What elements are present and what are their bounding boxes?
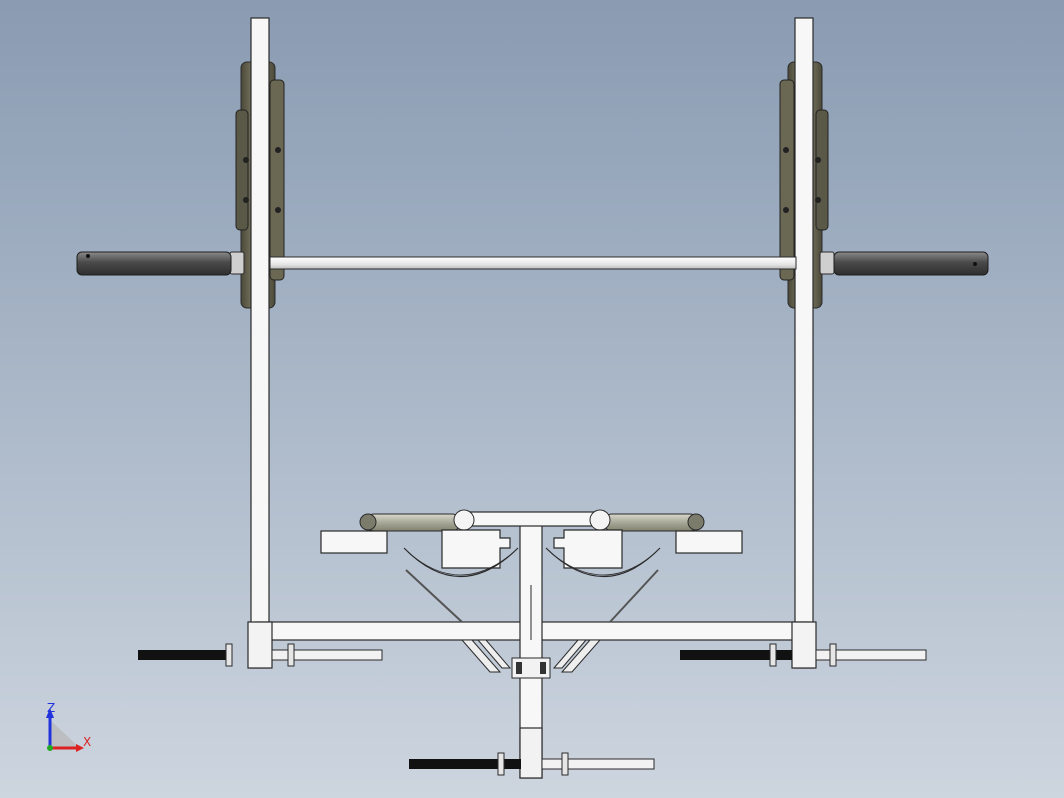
- right-roller-pad: [589, 509, 705, 532]
- barbell-sleeve-right: [833, 251, 989, 276]
- right-storage-peg: [680, 643, 927, 667]
- diagonal-braces: [405, 569, 659, 673]
- barbell-sleeve-left: [76, 251, 232, 276]
- axis-x-label: X: [83, 735, 91, 749]
- axis-z-label: Z: [47, 701, 55, 715]
- barbell: [76, 251, 989, 276]
- spine-foot-block: [519, 727, 543, 779]
- barbell-collar-left: [229, 251, 245, 275]
- left-base-block: [247, 621, 273, 669]
- left-roller-pad: [359, 509, 475, 532]
- barbell-shaft: [269, 256, 797, 270]
- left-hinge-plate: [441, 529, 511, 569]
- seat-top-bar: [459, 511, 603, 527]
- right-base-block: [791, 621, 817, 669]
- coordinate-triad: Z X: [46, 701, 91, 752]
- front-storage-peg: [409, 752, 655, 776]
- right-upright-post: [794, 17, 814, 669]
- right-foot-plate: [675, 530, 743, 554]
- right-hinge-plate: [553, 529, 623, 569]
- barbell-collar-right: [819, 251, 835, 275]
- left-foot-plate: [320, 530, 388, 554]
- left-storage-peg: [138, 643, 383, 667]
- left-upright-post: [250, 17, 270, 669]
